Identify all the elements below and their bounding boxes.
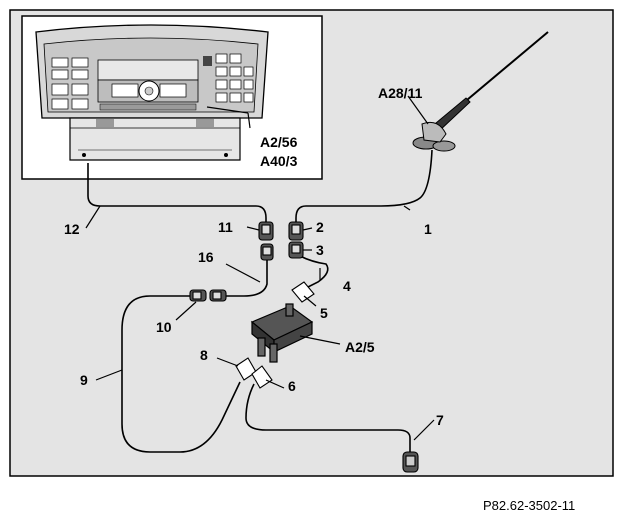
label-2: 2: [316, 219, 324, 235]
cable-lines: [87, 149, 433, 453]
connectors: [189, 221, 419, 473]
figure-reference-code: P82.62-3502-11: [483, 498, 576, 513]
label-6: 6: [288, 378, 296, 394]
label-a2-5: A2/5: [345, 339, 375, 355]
label-a28-11: A28/11: [378, 85, 423, 101]
label-4: 4: [343, 278, 351, 294]
label-3: 3: [316, 242, 324, 258]
label-a2-56: A2/56: [260, 134, 298, 150]
label-a40-3: A40/3: [260, 153, 298, 169]
label-11: 11: [218, 219, 233, 235]
label-16: 16: [198, 249, 214, 265]
label-7: 7: [436, 412, 444, 428]
label-10: 10: [156, 319, 172, 335]
label-8: 8: [200, 347, 208, 363]
label-9: 9: [80, 372, 88, 388]
head-unit-inset: [21, 15, 323, 180]
roof-antenna: [412, 31, 549, 152]
connector-6: [251, 365, 273, 389]
amplifier-module: [250, 303, 314, 363]
label-1: 1: [424, 221, 432, 237]
leader-lines: [85, 95, 435, 441]
connector-5: [291, 281, 315, 303]
label-12: 12: [64, 221, 80, 237]
label-5: 5: [320, 305, 328, 321]
